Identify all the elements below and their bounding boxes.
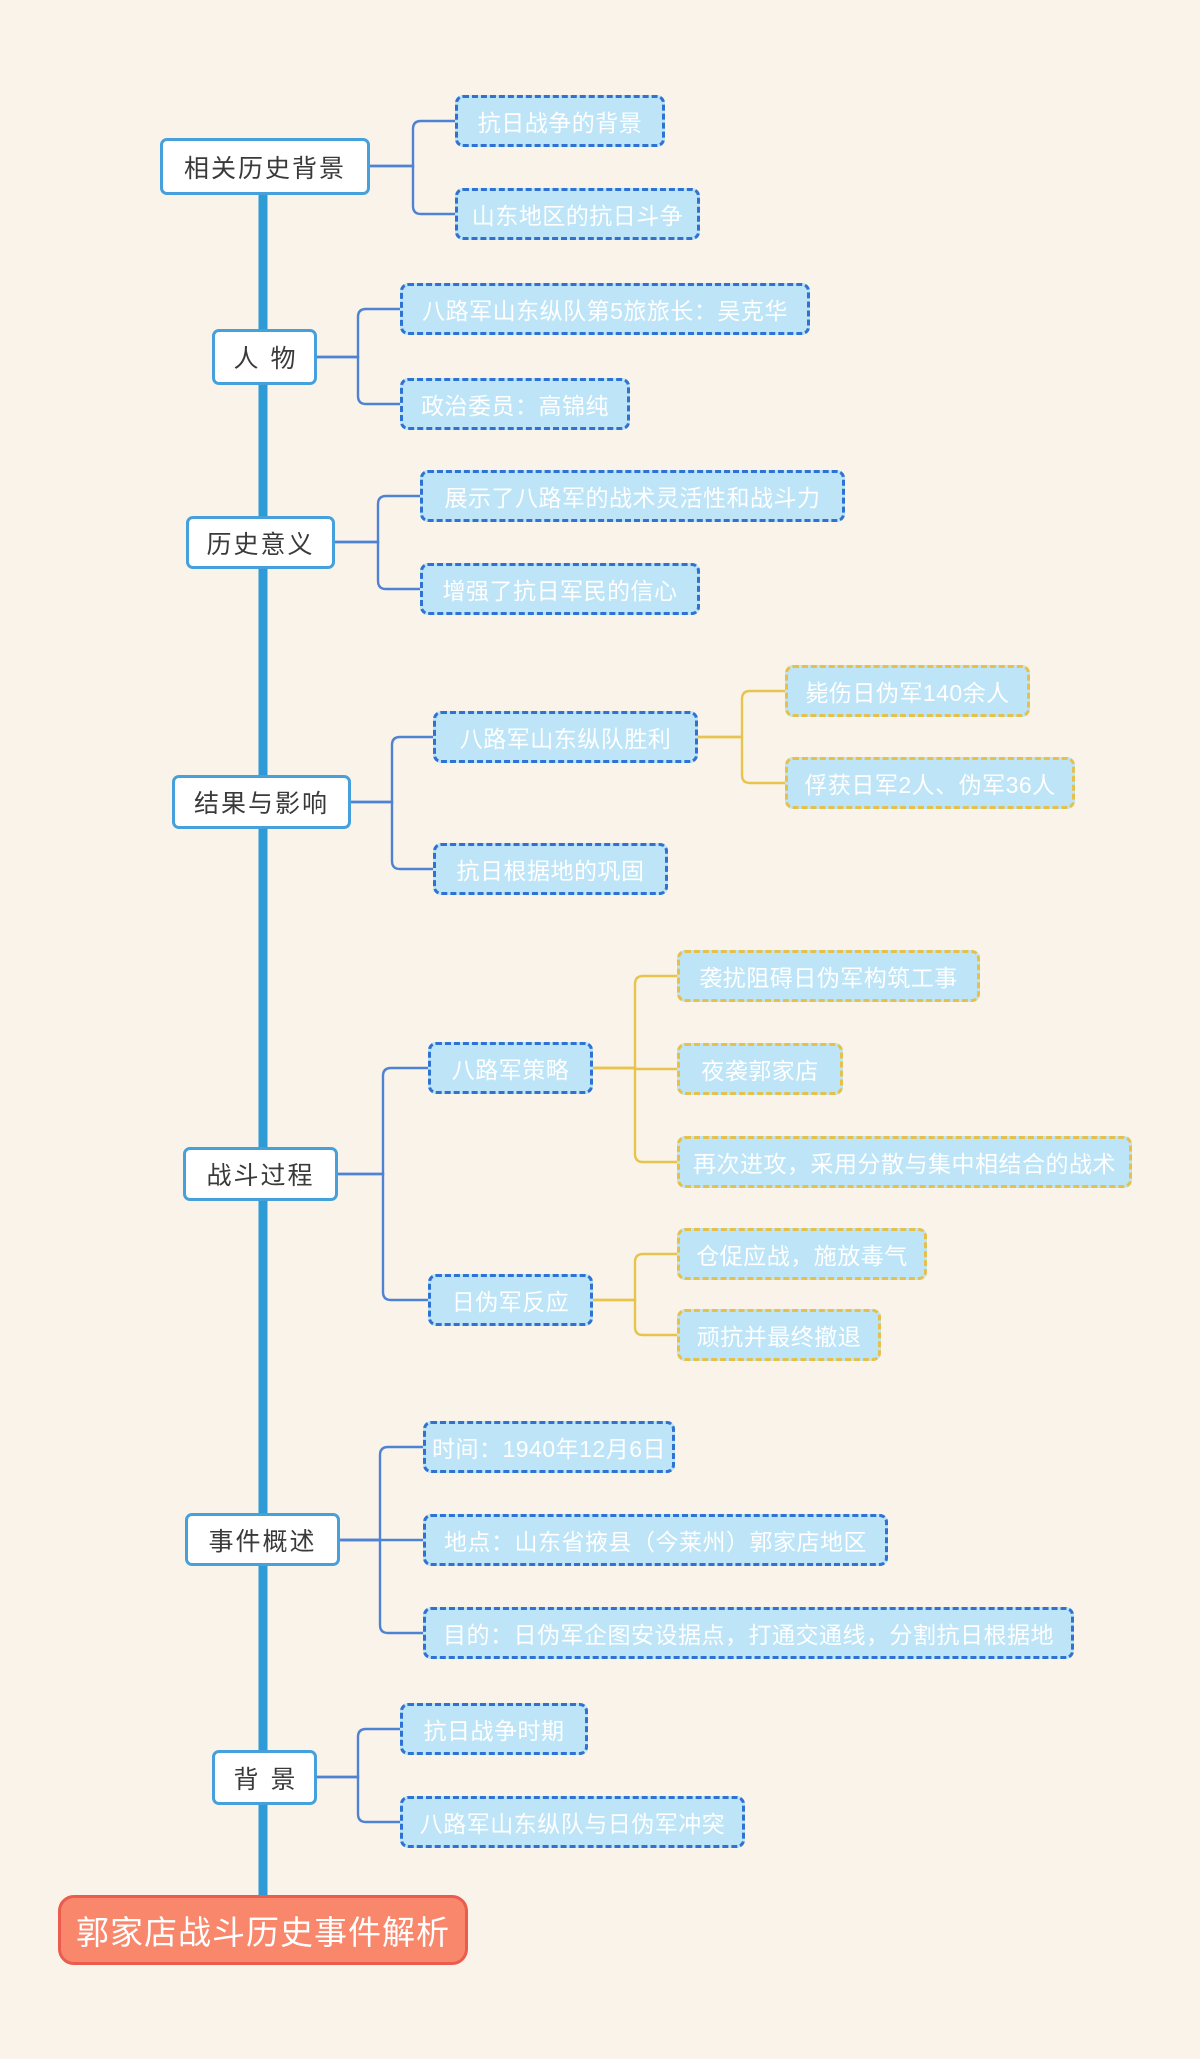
detail-node[interactable]: 再次进攻，采用分散与集中相结合的战术 bbox=[677, 1136, 1132, 1188]
detail-node[interactable]: 袭扰阻碍日伪军构筑工事 bbox=[677, 950, 980, 1002]
connector-line bbox=[351, 800, 433, 871]
branch-node[interactable]: 结果与影响 bbox=[172, 775, 351, 829]
subtopic-node[interactable]: 目的：日伪军企图安设据点，打通交通线，分割抗日根据地 bbox=[423, 1607, 1074, 1659]
connector-line bbox=[370, 164, 455, 216]
subtopic-node[interactable]: 八路军山东纵队与日伪军冲突 bbox=[400, 1796, 745, 1848]
subtopic-node[interactable]: 日伪军反应 bbox=[428, 1274, 593, 1326]
branch-node[interactable]: 背景 bbox=[212, 1750, 317, 1805]
connector-line bbox=[340, 1538, 423, 1635]
sub-connector-line bbox=[593, 974, 677, 1070]
connector-line bbox=[317, 1727, 400, 1779]
connector-line bbox=[351, 735, 433, 804]
detail-node[interactable]: 顽抗并最终撤退 bbox=[677, 1309, 881, 1361]
connector-line bbox=[335, 494, 420, 544]
sub-connector-line bbox=[698, 689, 785, 739]
connector-line bbox=[317, 1775, 400, 1824]
subtopic-node[interactable]: 抗日根据地的巩固 bbox=[433, 843, 668, 895]
connector-line bbox=[338, 1066, 428, 1176]
branch-node[interactable]: 事件概述 bbox=[185, 1513, 340, 1566]
subtopic-node[interactable]: 抗日战争的背景 bbox=[455, 95, 665, 147]
connector-line bbox=[370, 119, 455, 168]
connector-line bbox=[317, 307, 400, 359]
subtopic-node[interactable]: 八路军策略 bbox=[428, 1042, 593, 1094]
subtopic-node[interactable]: 地点：山东省掖县（今莱州）郭家店地区 bbox=[423, 1514, 888, 1566]
subtopic-node[interactable]: 八路军山东纵队第5旅旅长：吴克华 bbox=[400, 283, 810, 335]
detail-node[interactable]: 毙伤日伪军140余人 bbox=[785, 665, 1030, 717]
sub-connector-line bbox=[698, 735, 785, 785]
detail-node[interactable]: 仓促应战，施放毒气 bbox=[677, 1228, 927, 1280]
detail-node[interactable]: 俘获日军2人、伪军36人 bbox=[785, 757, 1075, 809]
detail-node[interactable]: 夜袭郭家店 bbox=[677, 1043, 843, 1095]
connector-line bbox=[340, 1445, 423, 1542]
subtopic-node[interactable]: 政治委员：高锦纯 bbox=[400, 378, 630, 430]
sub-connector-line bbox=[593, 1066, 677, 1164]
subtopic-node[interactable]: 抗日战争时期 bbox=[400, 1703, 588, 1755]
branch-node[interactable]: 历史意义 bbox=[186, 516, 335, 569]
subtopic-node[interactable]: 展示了八路军的战术灵活性和战斗力 bbox=[420, 470, 845, 522]
subtopic-node[interactable]: 八路军山东纵队胜利 bbox=[433, 711, 698, 763]
connector-line bbox=[338, 1172, 428, 1302]
subtopic-node[interactable]: 时间：1940年12月6日 bbox=[423, 1421, 675, 1473]
connector-line bbox=[335, 540, 420, 591]
branch-node[interactable]: 人物 bbox=[212, 329, 317, 385]
branch-node[interactable]: 相关历史背景 bbox=[160, 138, 370, 195]
branch-node[interactable]: 战斗过程 bbox=[183, 1147, 338, 1201]
root-node[interactable]: 郭家店战斗历史事件解析 bbox=[58, 1895, 468, 1965]
subtopic-node[interactable]: 增强了抗日军民的信心 bbox=[420, 563, 700, 615]
subtopic-node[interactable]: 山东地区的抗日斗争 bbox=[455, 188, 700, 240]
sub-connector-line bbox=[593, 1298, 677, 1337]
sub-connector-line bbox=[593, 1252, 677, 1302]
connector-line bbox=[317, 355, 400, 406]
